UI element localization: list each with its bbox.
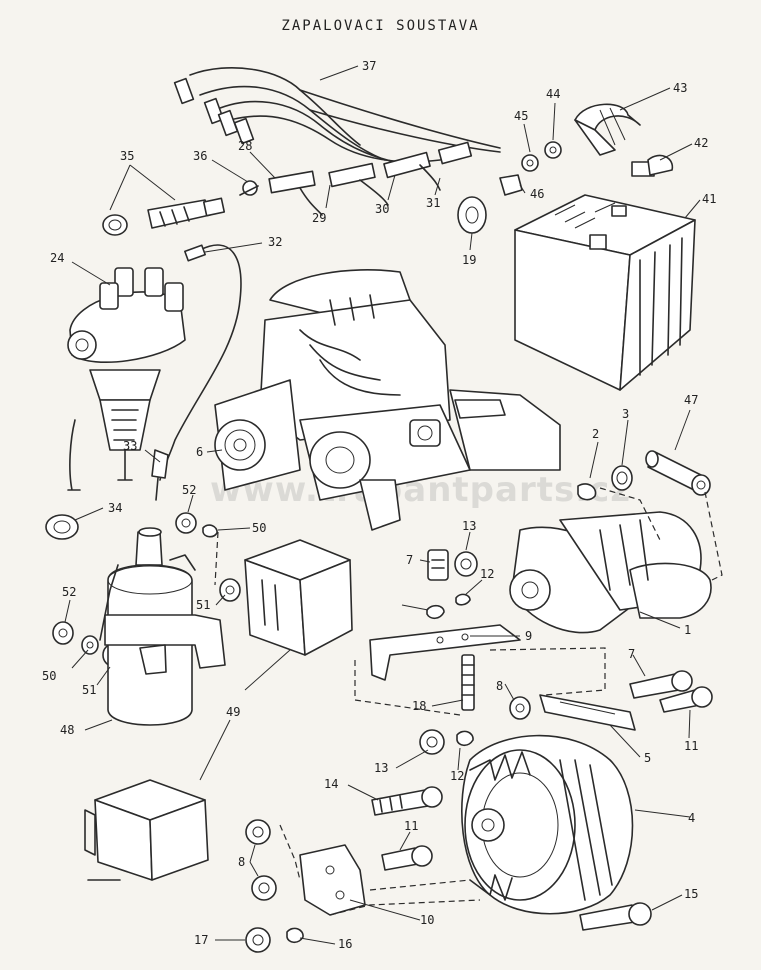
callout-41: 41 (702, 192, 716, 206)
battery-terminal-parts (457, 103, 674, 234)
callout-51-left: 51 (82, 683, 96, 697)
callout-7-top: 7 (406, 553, 413, 567)
alternator-strap (509, 670, 713, 731)
callout-11-right: 11 (684, 739, 698, 753)
callout-5: 5 (644, 751, 651, 765)
callout-42: 42 (694, 136, 708, 150)
callout-8-right: 8 (496, 679, 503, 693)
coil-lead (151, 244, 242, 501)
callout-52-left: 52 (62, 585, 76, 599)
callout-50-left: 50 (42, 669, 56, 683)
callout-37: 37 (362, 59, 376, 73)
callout-10: 10 (420, 913, 434, 927)
distributor (67, 267, 186, 491)
callout-49: 49 (226, 705, 240, 719)
callout-15: 15 (684, 887, 698, 901)
alternator (419, 729, 634, 915)
callout-36: 36 (193, 149, 207, 163)
callout-7-right: 7 (628, 647, 635, 661)
callout-52-top: 52 (182, 483, 196, 497)
callout-46: 46 (530, 187, 544, 201)
coil-fixings (45, 512, 241, 667)
callout-33: 33 (123, 439, 137, 453)
callout-28: 28 (238, 139, 252, 153)
callout-14: 14 (324, 777, 338, 791)
alternator-mount (245, 786, 652, 953)
callout-13-bottom: 13 (374, 761, 388, 775)
callout-34: 34 (108, 501, 122, 515)
callout-12-right: 12 (480, 567, 494, 581)
callout-24: 24 (50, 251, 64, 265)
callout-31: 31 (426, 196, 440, 210)
callout-16: 16 (338, 937, 352, 951)
callout-labels: 37 35 36 28 29 30 31 45 44 43 42 46 41 1… (42, 59, 716, 951)
callout-44: 44 (546, 87, 560, 101)
callout-19: 19 (462, 253, 476, 267)
callout-45: 45 (514, 109, 528, 123)
callout-17: 17 (194, 933, 208, 947)
starter-bushes (577, 450, 711, 501)
page-title: ZAPALOVACI SOUSTAVA (281, 18, 480, 34)
callout-18: 18 (412, 699, 426, 713)
leader-lines (64, 65, 701, 945)
ignition-lead-set (173, 66, 501, 216)
callout-29: 29 (312, 211, 326, 225)
callout-11-bottom: 11 (404, 819, 418, 833)
callout-4: 4 (688, 811, 695, 825)
callout-6: 6 (196, 445, 203, 459)
callout-50-top: 50 (252, 521, 266, 535)
callout-13-top: 13 (462, 519, 476, 533)
callout-12-bottom: 12 (450, 769, 464, 783)
spark-plug (102, 180, 259, 236)
callout-47: 47 (684, 393, 698, 407)
callout-8-left: 8 (238, 855, 245, 869)
ignition-coil (99, 527, 226, 726)
callout-3: 3 (622, 407, 629, 421)
callout-2: 2 (592, 427, 599, 441)
callout-51-top: 51 (196, 598, 210, 612)
callout-48: 48 (60, 723, 74, 737)
engine-assembly (214, 269, 561, 531)
starter-motor (509, 487, 723, 634)
callout-30: 30 (375, 202, 389, 216)
bracket-and-bolts (354, 549, 606, 716)
callout-1: 1 (684, 623, 691, 637)
callout-9: 9 (525, 629, 532, 643)
callout-35: 35 (120, 149, 134, 163)
battery (514, 194, 696, 391)
callout-32: 32 (268, 235, 282, 249)
control-unit (84, 539, 353, 881)
callout-43: 43 (673, 81, 687, 95)
